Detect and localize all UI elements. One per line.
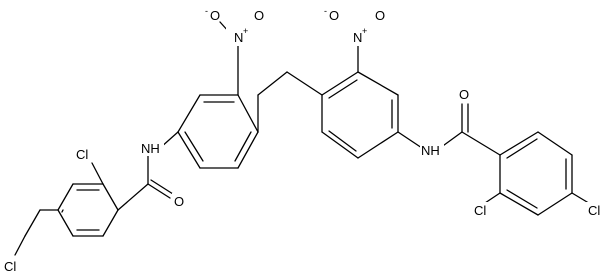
bond — [61, 209, 64, 213]
cl-left-ortho-label: Cl — [76, 147, 88, 162]
n-nitro-right-charge: + — [362, 26, 367, 36]
bond — [461, 131, 501, 156]
o-nitro-left-charge: - — [205, 6, 208, 16]
atom-labels: Cl Cl O NH O - N + O O - N + O NH O Cl — [3, 0, 610, 274]
bond — [150, 179, 174, 195]
bond — [24, 209, 41, 237]
nh-right-label: NH — [421, 143, 440, 158]
o-nitro-right-minus-label: O — [329, 8, 339, 23]
bond — [57, 183, 74, 211]
o-carbonyl-left-label: O — [174, 194, 184, 209]
bond — [117, 183, 149, 211]
n-nitro-right-label: N — [353, 30, 362, 45]
bond — [328, 130, 357, 152]
bond — [537, 192, 573, 216]
bond — [237, 94, 259, 133]
cl-right-ortho-label: Cl — [474, 203, 486, 218]
bond — [257, 71, 288, 96]
bond — [184, 131, 204, 162]
bond — [286, 71, 323, 96]
bond — [14, 235, 26, 256]
bond — [321, 71, 359, 96]
bond — [234, 131, 252, 162]
n-nitro-left-charge: + — [243, 26, 248, 36]
bond — [506, 138, 538, 159]
bond — [506, 189, 538, 209]
bond — [357, 71, 399, 96]
bond — [177, 131, 201, 169]
bond — [102, 209, 119, 237]
bond — [397, 131, 423, 149]
cl-right-para-label: Cl — [588, 203, 600, 218]
bond — [237, 131, 259, 169]
bond — [537, 131, 573, 156]
o-nitro-right-charge: - — [324, 6, 327, 16]
o-nitro-left-dbl-label: O — [254, 8, 264, 23]
o-carbonyl-right-label: O — [459, 87, 469, 102]
o-nitro-left-minus-label: O — [210, 8, 220, 23]
o-nitro-right-dbl-label: O — [375, 8, 385, 23]
bond — [102, 183, 119, 211]
bond — [57, 209, 74, 237]
bond — [357, 131, 399, 159]
bond — [328, 79, 358, 99]
bond — [321, 131, 359, 159]
bond — [91, 162, 104, 185]
bond-lines — [14, 17, 593, 256]
cl-left-para-label: Cl — [4, 259, 16, 274]
bond — [177, 94, 201, 133]
bond — [147, 183, 171, 199]
nh-left-label: NH — [141, 141, 160, 156]
bond — [499, 131, 539, 156]
n-nitro-left-label: N — [234, 30, 243, 45]
bond — [499, 192, 539, 216]
